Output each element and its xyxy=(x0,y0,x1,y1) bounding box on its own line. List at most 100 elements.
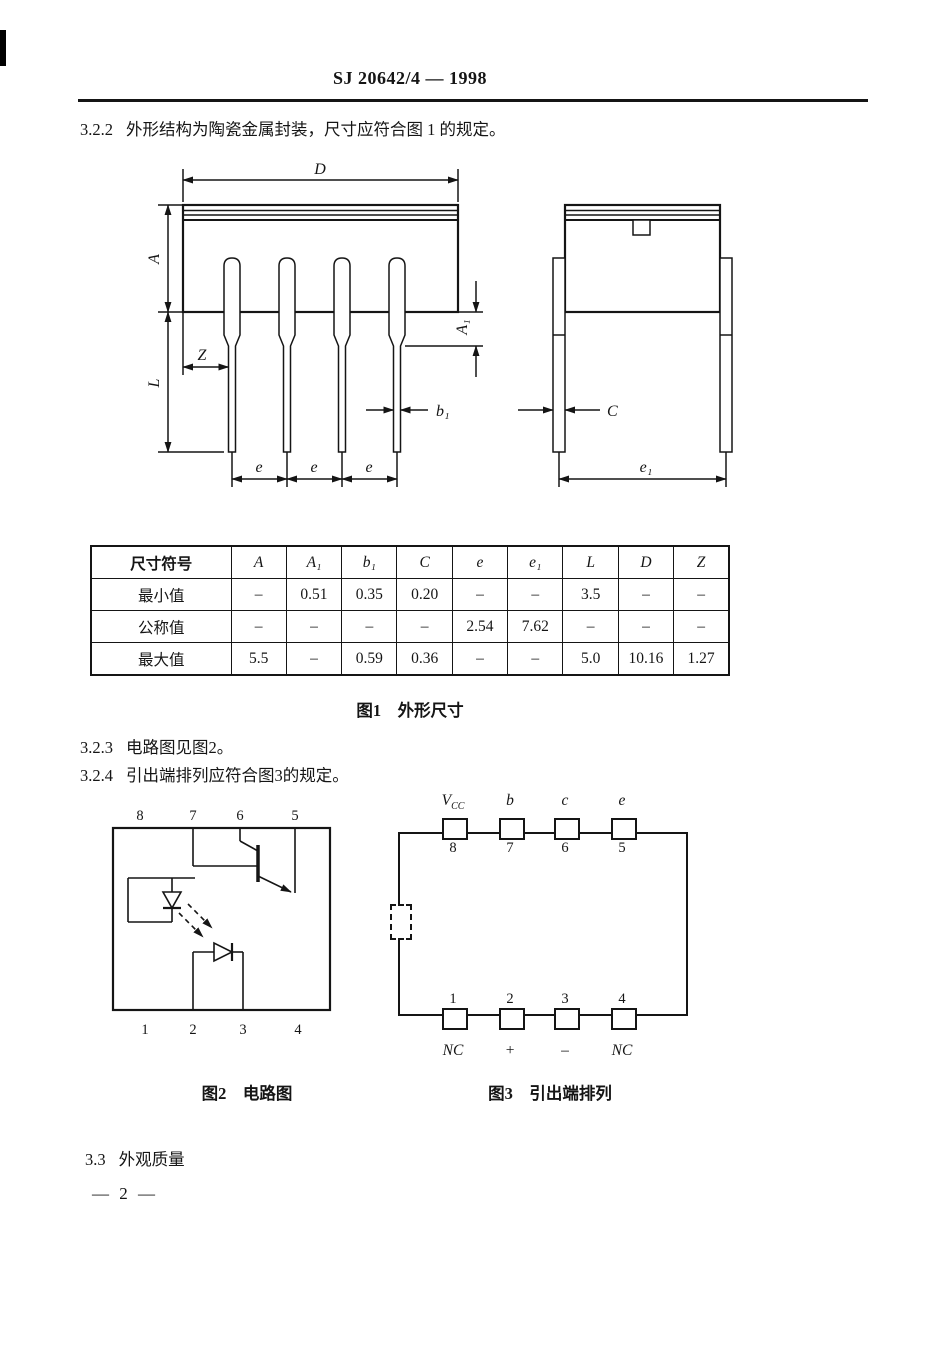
fig3-pin-5: 5 xyxy=(618,840,626,856)
table-header-row: 尺寸符号 A A₁ b₁ C e e₁ L D Z xyxy=(90,545,730,579)
dim-label-e: e xyxy=(255,459,262,476)
table-cell: b₁ xyxy=(341,545,398,579)
table-cell: 1.27 xyxy=(673,642,730,676)
figure2-circuit-drawing: 8 7 6 5 1 2 3 4 xyxy=(111,808,332,1038)
figure2-caption: 图2 电路图 xyxy=(201,1084,293,1103)
dim-A1 xyxy=(405,281,483,377)
table-cell: 0.51 xyxy=(285,578,343,611)
table-cell: – xyxy=(562,610,619,643)
dim-Z xyxy=(182,312,230,375)
section-number: 3.2.2 xyxy=(80,120,113,139)
pin-tab-bottom-1 xyxy=(442,1008,468,1030)
table-row-min: 最小值 – 0.51 0.35 0.20 – – 3.5 – – xyxy=(90,578,730,611)
table-cell: A xyxy=(230,545,287,579)
section-3-3: 3.3 外观质量 xyxy=(85,1146,185,1170)
dim-D xyxy=(182,169,459,202)
table-cell: D xyxy=(617,545,675,579)
table-cell: 0.36 xyxy=(396,642,453,676)
section-3-2-3: 3.2.3 电路图见图2。 xyxy=(80,734,233,758)
dim-e1 xyxy=(558,452,727,487)
fig3-pin-2: 2 xyxy=(506,991,514,1007)
dim-label-Z: Z xyxy=(198,347,208,364)
table-cell: 2.54 xyxy=(451,610,509,643)
dim-label-A1: A₁ xyxy=(454,319,471,335)
section-text: 电路图见图2。 xyxy=(126,738,234,757)
table-cell: – xyxy=(285,610,343,643)
table-cell: – xyxy=(396,610,453,643)
section-number: 3.2.4 xyxy=(80,766,113,785)
table-cell: 0.20 xyxy=(396,578,453,611)
table-cell: L xyxy=(562,545,619,579)
page-number: — 2 — xyxy=(92,1184,158,1203)
section-number: 3.3 xyxy=(85,1150,106,1169)
table-cell: A₁ xyxy=(285,545,343,579)
fig2-pin-4: 4 xyxy=(294,1022,302,1038)
pin-label-minus: – xyxy=(561,1042,569,1059)
side-view-body xyxy=(563,203,722,314)
section-3-2-2: 3.2.2 外形结构为陶瓷金属封装，尺寸应符合图 1 的规定。 xyxy=(80,116,506,140)
light-emission-arrows xyxy=(178,903,213,938)
fig2-pin-1: 1 xyxy=(141,1022,148,1038)
fig3-pin-7: 7 xyxy=(506,840,514,856)
table-cell: 10.16 xyxy=(617,642,675,676)
dim-label-e1: e₁ xyxy=(640,459,653,476)
phototransistor-symbol xyxy=(192,828,296,893)
pin-label-e: e xyxy=(618,792,626,809)
pin-label-c: c xyxy=(561,792,569,809)
table-cell: 7.62 xyxy=(507,610,564,643)
circuit-box xyxy=(111,826,332,1012)
table-cell: – xyxy=(673,578,730,611)
pin-tab-top-8 xyxy=(442,818,468,840)
fig2-pin-3: 3 xyxy=(239,1022,246,1038)
table-cell: e₁ xyxy=(507,545,564,579)
section-3-2-4: 3.2.4 引出端排列应符合图3的规定。 xyxy=(80,762,349,786)
dim-label-C: C xyxy=(607,403,618,420)
fig2-pin-6: 6 xyxy=(236,808,243,824)
table-row-max: 最大值 5.5 – 0.59 0.36 – – 5.0 10.16 1.27 xyxy=(90,642,730,676)
table-cell: 公称值 xyxy=(90,610,232,643)
pin-tab-bottom-3 xyxy=(554,1008,580,1030)
table-cell: 尺寸符号 xyxy=(90,545,232,579)
index-notch xyxy=(390,904,412,940)
table-cell: 5.5 xyxy=(230,642,287,676)
pin-label-plus: + xyxy=(504,1042,516,1059)
dim-label-L: L xyxy=(146,378,163,388)
fig2-pin-2: 2 xyxy=(189,1022,196,1038)
dimension-table: 尺寸符号 A A₁ b₁ C e e₁ L D Z 最小值 – 0.51 0.3… xyxy=(90,545,730,676)
dim-e xyxy=(231,452,398,487)
figure3-caption: 图3 引出端排列 xyxy=(488,1084,612,1103)
pin-tab-top-5 xyxy=(611,818,637,840)
table-cell: – xyxy=(230,578,287,611)
pin-tab-top-7 xyxy=(499,818,525,840)
table-cell: 0.59 xyxy=(341,642,398,676)
section-text: 外形结构为陶瓷金属封装，尺寸应符合图 1 的规定。 xyxy=(126,120,506,139)
section-text: 引出端排列应符合图3的规定。 xyxy=(126,766,349,785)
dim-A-L xyxy=(158,204,224,453)
figure3-package: VCC b c e 8 7 6 5 1 2 3 4 NC + – NC xyxy=(390,792,688,1059)
index-notch xyxy=(632,219,651,236)
table-cell: 最大值 xyxy=(90,642,232,676)
fig3-pin-8: 8 xyxy=(449,840,457,856)
doc-number: SJ 20642/4 — 1998 xyxy=(332,68,487,88)
table-cell: C xyxy=(396,545,453,579)
table-cell: 0.35 xyxy=(341,578,398,611)
front-view-leads xyxy=(223,257,406,453)
fig3-pin-6: 6 xyxy=(561,840,569,856)
table-cell: 3.5 xyxy=(562,578,619,611)
figure1-caption: 图1 外形尺寸 xyxy=(356,701,464,720)
section-number: 3.2.3 xyxy=(80,738,113,757)
section-text: 外观质量 xyxy=(118,1150,185,1169)
table-cell: Z xyxy=(673,545,730,579)
dim-label-A: A xyxy=(146,254,163,265)
table-cell: e xyxy=(451,545,509,579)
table-cell: – xyxy=(507,642,564,676)
fig2-pin-8: 8 xyxy=(136,808,143,824)
photodiode-symbol xyxy=(192,941,244,1010)
pin-label-vcc: VCC xyxy=(431,792,475,812)
pin-label-nc-1: NC xyxy=(442,1042,464,1059)
fig3-pin-3: 3 xyxy=(561,991,569,1007)
dim-label-D: D xyxy=(313,161,326,178)
table-cell: 最小值 xyxy=(90,578,232,611)
vcc-sub: CC xyxy=(451,801,465,813)
pin-label-b: b xyxy=(506,792,514,809)
